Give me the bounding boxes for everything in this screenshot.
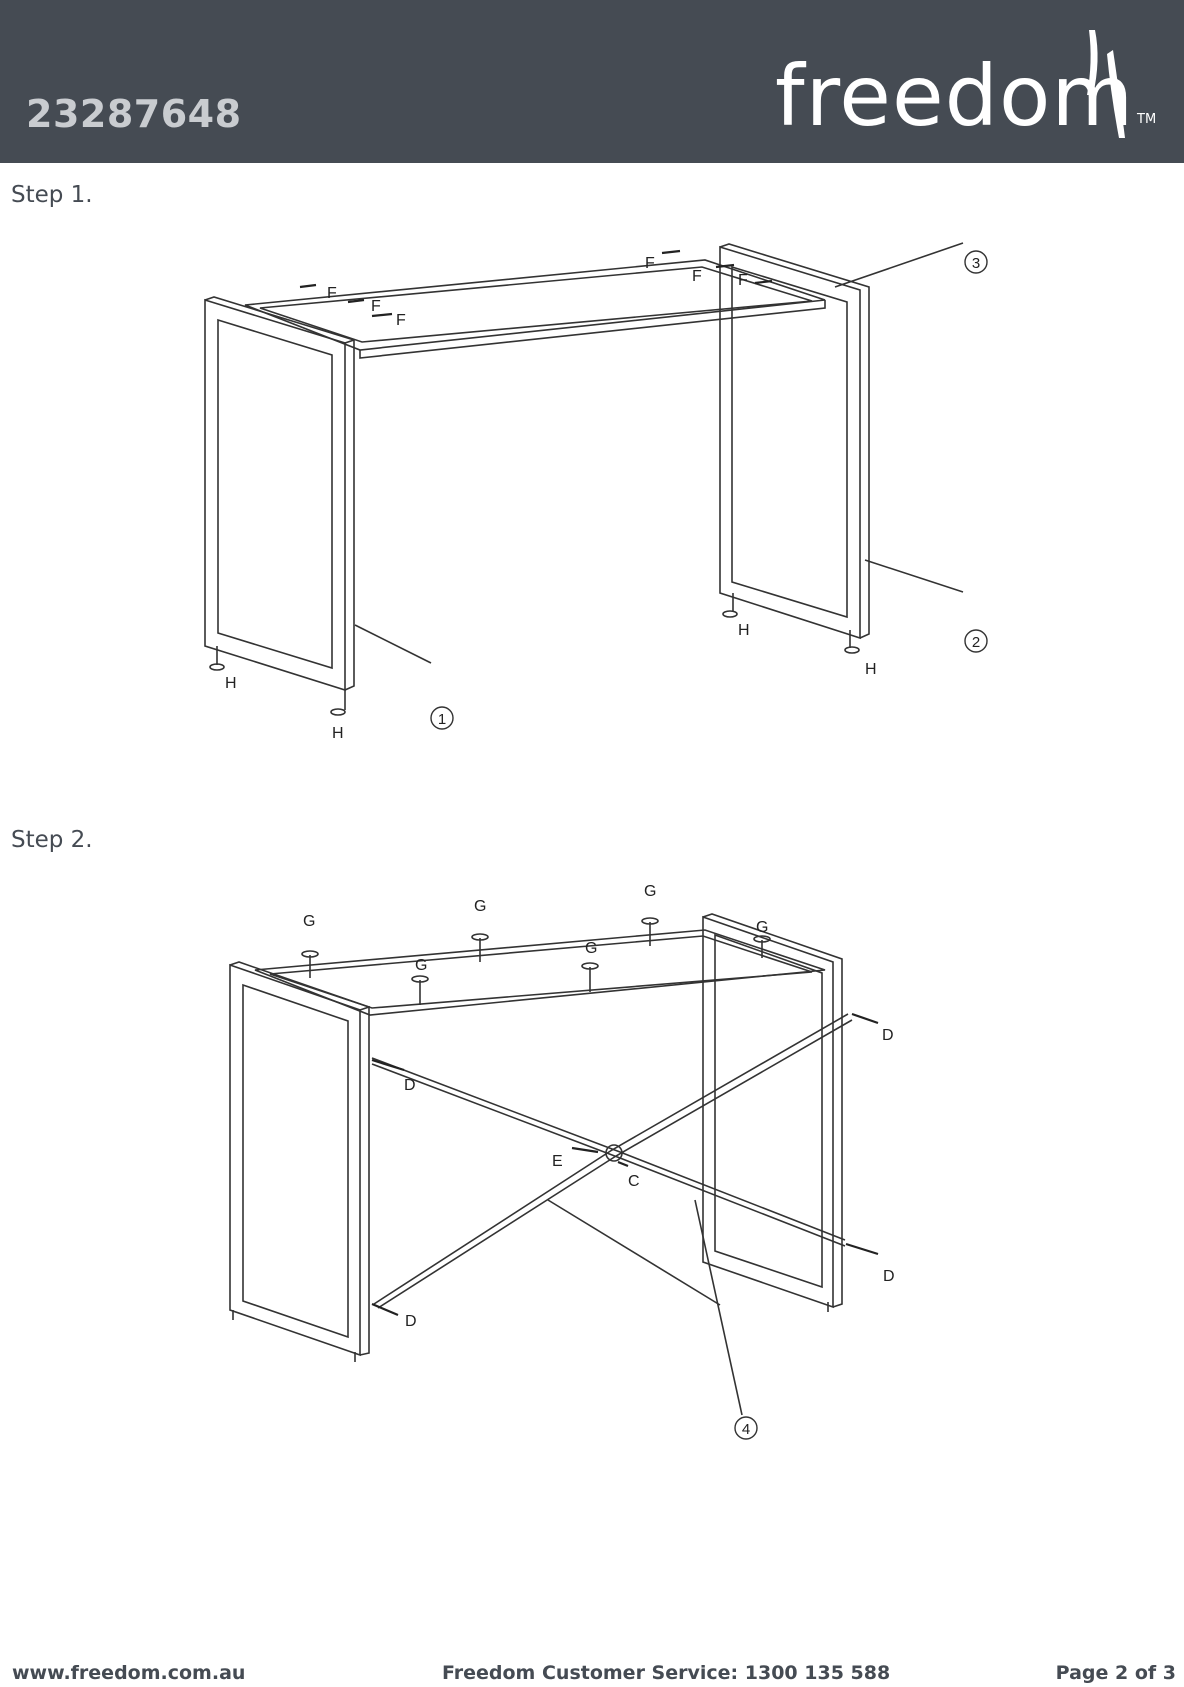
hardware-label-G: G (756, 919, 768, 936)
hardware-label-H: H (865, 661, 877, 678)
hardware-label-F: F (645, 255, 655, 272)
logo-trademark: TM (1136, 112, 1156, 127)
part-label-2: 2 (972, 634, 980, 651)
product-code: 23287648 (26, 92, 242, 136)
hardware-label-G: G (303, 913, 315, 930)
step-2-title: Step 2. (11, 827, 93, 853)
hardware-label-G: G (585, 940, 597, 957)
part-label-1: 1 (438, 711, 446, 728)
footer-customer-service: Freedom Customer Service: 1300 135 588 (442, 1662, 891, 1684)
footer-page-number: Page 2 of 3 (1055, 1662, 1176, 1684)
hardware-label-H: H (225, 675, 237, 692)
hardware-label-F: F (371, 298, 381, 315)
part-label-3: 3 (972, 255, 980, 272)
footer-website-link[interactable]: www.freedom.com.au (12, 1662, 246, 1684)
hardware-label-H: H (738, 622, 750, 639)
hardware-label-F: F (692, 268, 702, 285)
left-frame-panel (229, 963, 361, 1357)
hardware-label-D: D (882, 1027, 894, 1044)
hardware-label-D: D (404, 1077, 416, 1094)
logo-swoosh-1 (1087, 30, 1098, 95)
step-1-illustration: F F F F F F H H H H 1 2 3 (204, 242, 988, 742)
part-label-4: 4 (742, 1421, 750, 1438)
step-1-diagram: F F F F F F H H H H 1 2 3 (0, 230, 1184, 755)
hardware-label-D: D (883, 1268, 895, 1285)
hardware-label-G: G (474, 898, 486, 915)
step-1-title: Step 1. (11, 182, 93, 208)
hardware-label-F: F (396, 312, 406, 329)
cross-brace-2 (373, 1013, 849, 1305)
right-frame-panel (719, 245, 861, 640)
hardware-label-D: D (405, 1313, 417, 1330)
left-frame-panel (204, 298, 346, 692)
step-2-illustration: G G G G G G D D D D E C 4 (229, 883, 895, 1440)
logo-swoosh-2 (1107, 50, 1125, 138)
hardware-label-F: F (738, 272, 748, 289)
hardware-label-E: E (552, 1153, 563, 1170)
hardware-label-C: C (628, 1173, 640, 1190)
step-2-diagram: G G G G G G D D D D E C 4 (0, 870, 1184, 1455)
hardware-label-H: H (332, 725, 344, 742)
hardware-label-G: G (644, 883, 656, 900)
top-rail-frame (254, 929, 826, 1016)
footer: www.freedom.com.au Freedom Customer Serv… (0, 1662, 1184, 1687)
freedom-logo: freedom TM (775, 30, 1156, 145)
logo-wordmark: freedom (775, 47, 1134, 145)
header-bar: 23287648 freedom TM (0, 0, 1184, 163)
hardware-label-F: F (327, 285, 337, 302)
cross-brace-1 (371, 1057, 846, 1241)
hardware-label-G: G (415, 957, 427, 974)
